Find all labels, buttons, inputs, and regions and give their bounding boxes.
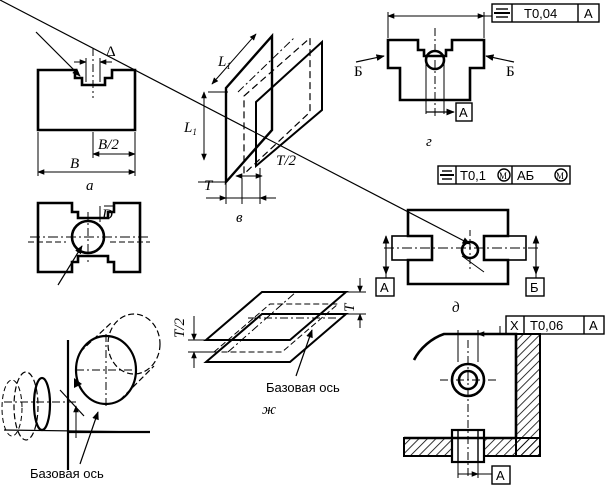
leader-zh — [295, 329, 313, 377]
label-b-left-g: Б — [354, 64, 363, 80]
fcf-d — [437, 165, 571, 185]
label-b: B — [70, 156, 79, 172]
label-t-v: T — [204, 178, 214, 194]
caption-g: г — [426, 134, 432, 150]
fcf-z-value: T0,06 — [530, 318, 563, 333]
fcf-d-m2: M — [556, 171, 564, 181]
cylinder-face-rear — [32, 376, 52, 432]
figure-a — [35, 31, 137, 176]
caption-zh: ж — [262, 402, 276, 418]
label-t2-zh: T/2 — [172, 317, 188, 338]
leader-b — [57, 245, 83, 286]
part-profile-d — [406, 208, 510, 286]
fcf-g-datum: A — [584, 6, 593, 21]
fcf-z-datum: A — [589, 318, 598, 333]
fcf-d-datums: АБ — [517, 168, 534, 183]
part-profile-a — [36, 68, 137, 132]
datum-a-z: A — [496, 468, 505, 483]
datum-a-g: A — [459, 105, 468, 120]
figure-b — [28, 201, 150, 286]
part-profile-g — [386, 38, 486, 102]
figure-z — [403, 326, 541, 485]
label-t2-v: T/2 — [276, 153, 297, 169]
figure-g — [355, 12, 515, 122]
axis-label-zh: Базовая ось — [266, 380, 340, 395]
fcf-g-value: T0,04 — [524, 6, 557, 21]
label-delta: Δ — [106, 44, 116, 60]
caption-a: а — [86, 178, 94, 194]
figure-v — [198, 32, 323, 204]
figure-zh — [188, 278, 366, 377]
housing-wall — [515, 333, 541, 457]
leader-d — [0, 0, 471, 245]
datum-box-g — [455, 102, 473, 122]
figure-d — [0, 0, 545, 297]
fcf-d-value: T0,1 — [460, 168, 486, 183]
caption-d: д — [452, 300, 460, 316]
axis-label-cylinder: Базовая ось — [30, 466, 104, 481]
leader-delta — [35, 31, 81, 77]
datum-box-d-b — [525, 277, 545, 297]
label-b-half: B/2 — [98, 137, 119, 153]
fcf-d-m1: M — [499, 171, 507, 181]
datum-b-d: Б — [530, 280, 539, 295]
figure-cylinder — [1, 313, 161, 470]
fcf-z — [505, 315, 605, 335]
label-l1-side: L1 — [183, 120, 197, 137]
fcf-g — [491, 3, 600, 23]
fcf-z-symbol: X — [510, 318, 519, 333]
datum-a-d: A — [380, 280, 389, 295]
housing-outline — [404, 332, 518, 440]
housing-base — [403, 437, 453, 457]
label-b-right-g: Б — [506, 64, 515, 80]
datum-box-z — [491, 465, 511, 485]
label-t-zh: T — [342, 302, 358, 312]
leader-cylinder — [79, 411, 99, 465]
part-profile-b — [36, 201, 142, 274]
caption-v: в — [236, 210, 243, 226]
plate-back — [255, 39, 323, 169]
label-l1-top: L1 — [217, 54, 231, 71]
label-d: D — [101, 207, 113, 223]
datum-box-d-a — [375, 277, 395, 297]
plate-front — [224, 32, 274, 186]
